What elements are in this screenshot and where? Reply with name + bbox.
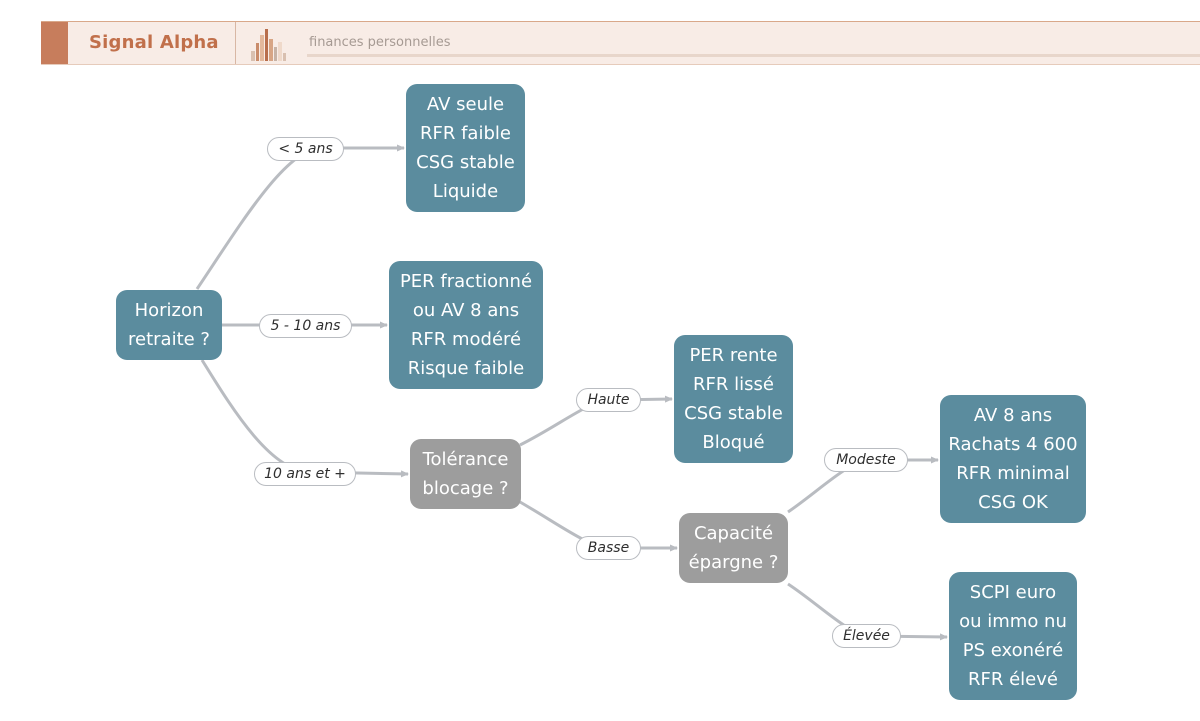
node-line: Bloqué xyxy=(702,432,765,453)
node-line: Capacité xyxy=(693,523,774,544)
node-line: RFR modéré xyxy=(410,329,522,350)
node-scpi-euro: SCPI euro ou immo nu PS exonéré RFR élev… xyxy=(949,572,1077,700)
node-line: ou immo nu xyxy=(959,611,1067,632)
node-capacite-epargne: Capacité épargne ? xyxy=(679,513,788,583)
node-line: Horizon xyxy=(134,300,204,321)
node-line: AV 8 ans xyxy=(973,405,1053,426)
node-av-8-ans: AV 8 ans Rachats 4 600 RFR minimal CSG O… xyxy=(940,395,1086,523)
node-line: Rachats 4 600 xyxy=(948,434,1078,455)
node-line: PS exonéré xyxy=(962,640,1064,661)
edge-label-haute: Haute xyxy=(576,388,641,412)
node-line: RFR minimal xyxy=(956,463,1070,484)
tagline-rule xyxy=(307,54,1200,57)
node-line: Risque faible xyxy=(407,358,525,379)
edge-label-elevee: Élevée xyxy=(832,624,901,648)
tagline: finances personnelles xyxy=(309,35,451,50)
node-line: CSG OK xyxy=(978,492,1048,513)
edge-horizon-to-tolerance xyxy=(200,359,409,478)
node-line: RFR lissé xyxy=(693,374,774,395)
node-line: blocage ? xyxy=(422,478,509,499)
node-line: RFR élevé xyxy=(968,669,1058,690)
header-bar: Signal Alpha finances personnelles xyxy=(41,21,1200,65)
node-line: CSG stable xyxy=(416,152,515,173)
node-tolerance-blocage: Tolérance blocage ? xyxy=(410,439,521,509)
edge-horizon-to-av-seule xyxy=(195,144,405,290)
edge-label-10-ans-et-plus: 10 ans et + xyxy=(254,462,356,486)
node-line: AV seule xyxy=(426,94,505,115)
node-line: PER fractionné xyxy=(399,271,533,292)
edge-label-less-than-5-ans: < 5 ans xyxy=(267,137,344,161)
node-horizon-retraite: Horizon retraite ? xyxy=(116,290,222,360)
node-line: Tolérance xyxy=(422,449,509,470)
bar-chart-logo-icon xyxy=(251,29,286,61)
edge-label-basse: Basse xyxy=(576,536,641,560)
edge-label-5-10-ans: 5 - 10 ans xyxy=(259,314,352,338)
header-accent-block xyxy=(41,22,68,64)
node-line: ou AV 8 ans xyxy=(412,300,520,321)
node-line: épargne ? xyxy=(688,552,779,573)
edge-label-modeste: Modeste xyxy=(824,448,908,472)
node-line: Liquide xyxy=(432,181,499,202)
node-line: PER rente xyxy=(689,345,778,366)
header-divider xyxy=(235,22,236,64)
node-per-fractionne: PER fractionné ou AV 8 ans RFR modéré Ri… xyxy=(389,261,543,389)
node-line: CSG stable xyxy=(684,403,783,424)
brand-name[interactable]: Signal Alpha xyxy=(89,32,219,53)
node-av-seule: AV seule RFR faible CSG stable Liquide xyxy=(406,84,525,212)
node-per-rente: PER rente RFR lissé CSG stable Bloqué xyxy=(674,335,793,463)
node-line: retraite ? xyxy=(128,329,210,350)
node-line: SCPI euro xyxy=(969,582,1057,603)
node-line: RFR faible xyxy=(420,123,511,144)
